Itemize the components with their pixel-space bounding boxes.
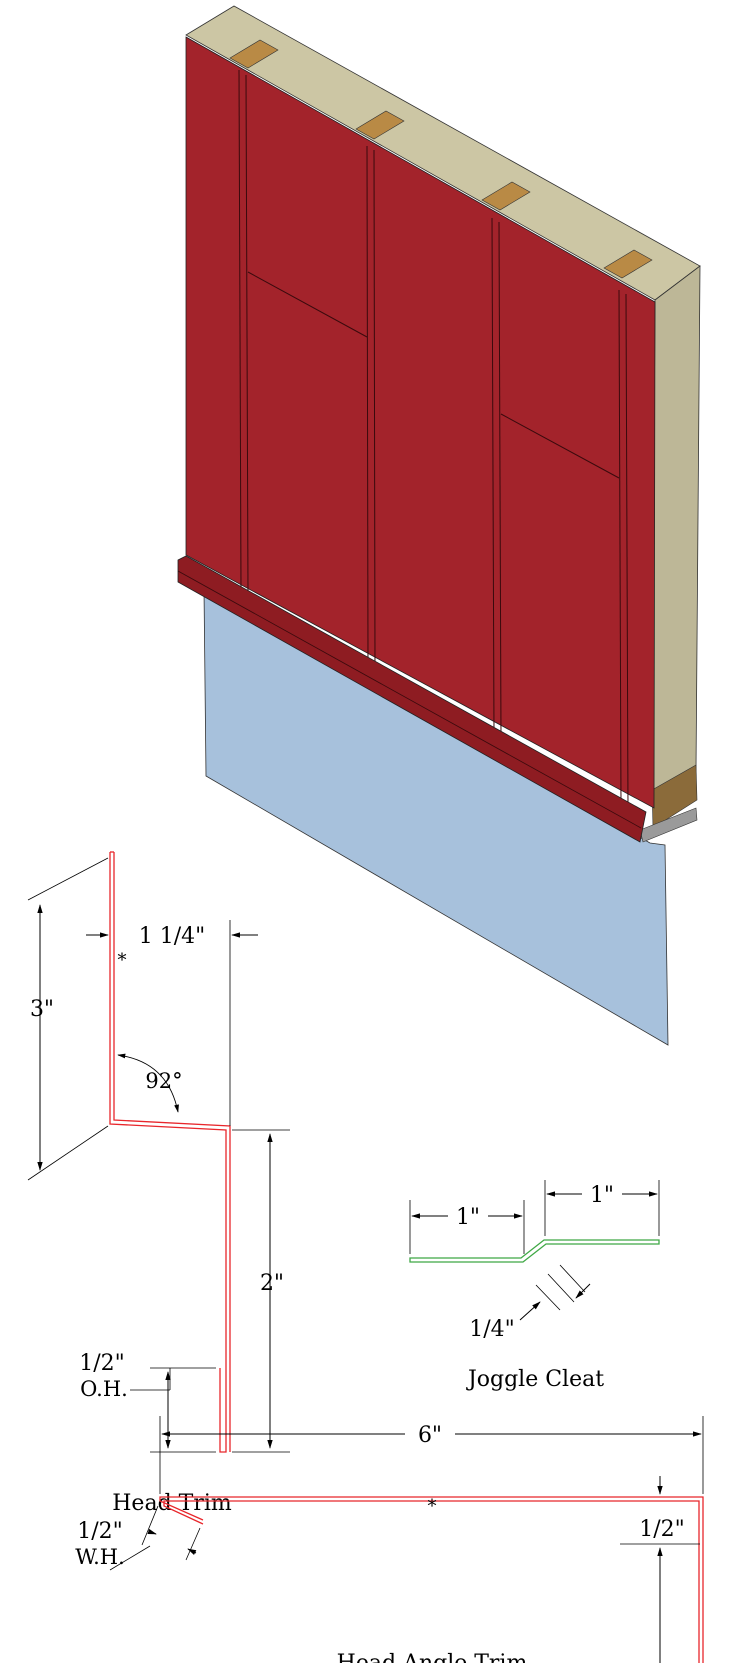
dim-left-label: 1" xyxy=(456,1205,480,1230)
dim-angle-label: 92° xyxy=(145,1069,182,1093)
dim-width-label: 1 1/4" xyxy=(139,924,206,949)
dim-drop-label: 1/2" xyxy=(639,1517,685,1542)
dim-height-label: 3" xyxy=(30,997,54,1022)
head-angle-trim-detail: 6" * 1/2" W.H. 1/2" Head Angle Trim xyxy=(75,1416,704,1663)
dim-line xyxy=(575,1283,591,1299)
bottom-angle xyxy=(639,807,698,843)
joggle-cleat-profile xyxy=(409,1239,660,1263)
dim-hem-note: O.H. xyxy=(80,1377,128,1401)
star-mark: * xyxy=(428,1496,437,1517)
bottom-plate xyxy=(651,764,698,829)
head-trim-profile xyxy=(109,851,231,1453)
sheathing-side xyxy=(651,265,701,801)
stud-block xyxy=(355,110,405,140)
stud-block xyxy=(603,249,653,279)
dim-hem-label: 1/2" xyxy=(77,1519,123,1544)
dim-hem-note: W.H. xyxy=(75,1545,125,1569)
head-trim-ledge xyxy=(177,555,647,843)
dim-line xyxy=(147,1528,157,1535)
star-mark: * xyxy=(118,950,127,971)
stud-block xyxy=(481,181,531,211)
head-angle-trim-profile xyxy=(159,1496,704,1663)
dim-drop-label: 2" xyxy=(260,1271,284,1296)
joggle-cleat-detail: 1" 1" 1/4" Joggle Cleat xyxy=(409,1180,660,1392)
detail-title-joggle-cleat: Joggle Cleat xyxy=(466,1367,604,1392)
dim-line xyxy=(519,1301,541,1321)
detail-title-head-trim: Head Trim xyxy=(112,1491,232,1516)
dim-hem-label: 1/2" xyxy=(79,1351,125,1376)
dim-right-label: 1" xyxy=(590,1183,614,1208)
wall-panel-face xyxy=(185,36,656,809)
dim-line xyxy=(187,1548,197,1556)
wall-assembly-illustration xyxy=(177,5,701,1046)
dim-offset-label: 1/4" xyxy=(469,1317,515,1342)
dim-width-label: 6" xyxy=(418,1423,442,1448)
head-trim-detail: 3" 1 1/4" * 92° 2" 1/2" O.H. Head Trim xyxy=(27,851,290,1516)
stud-block xyxy=(229,39,279,69)
panel-seams xyxy=(238,69,629,811)
detail-title-head-angle-trim: Head Angle Trim xyxy=(337,1651,528,1663)
